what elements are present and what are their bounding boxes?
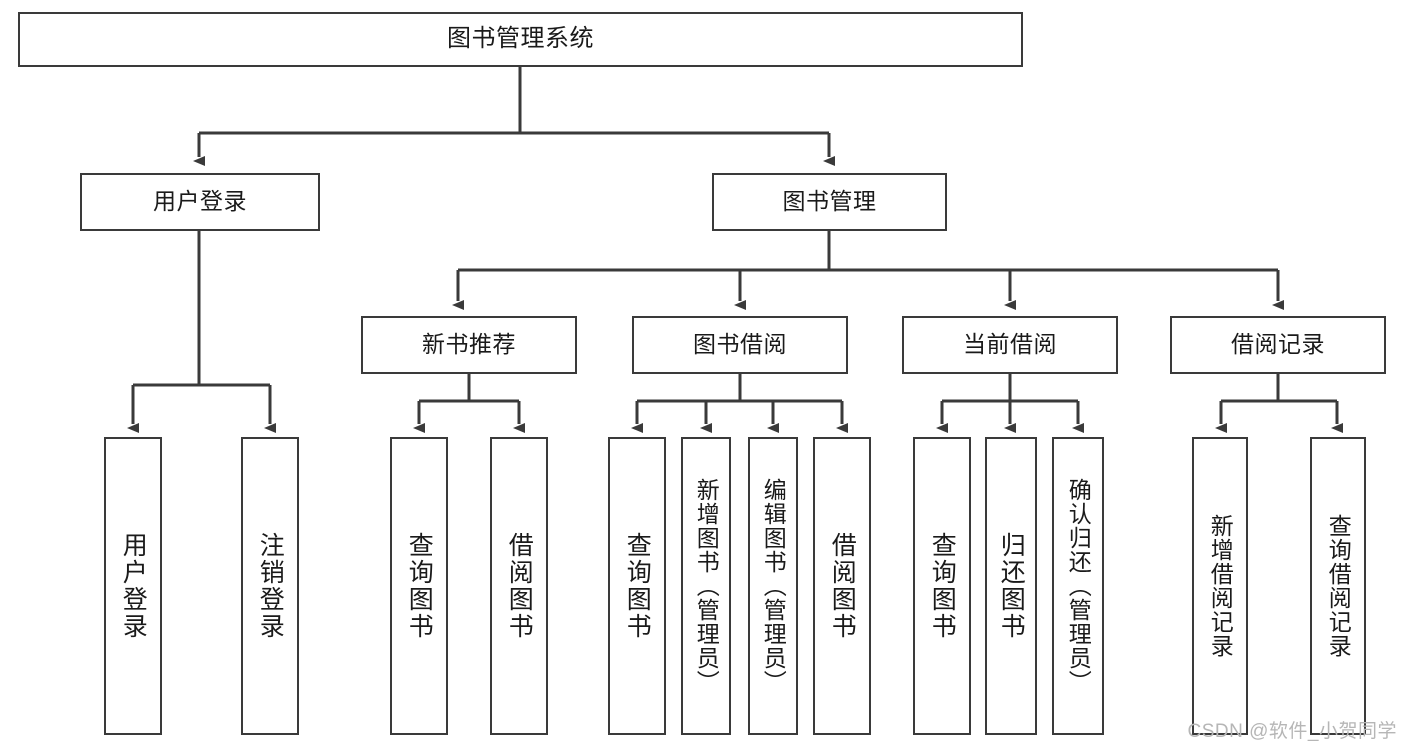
leaf-logout-login-label: 注销登录	[256, 532, 285, 640]
leaf-add-book[interactable]: 新增图书（管理员）	[681, 437, 731, 735]
leaf-edit-book-label: 编辑图书（管理员）	[760, 478, 787, 694]
leaf-logout-login[interactable]: 注销登录	[241, 437, 299, 735]
leaf-return-book[interactable]: 归还图书	[985, 437, 1037, 735]
node-current-borrow[interactable]: 当前借阅	[902, 316, 1118, 374]
node-borrow-record-label: 借阅记录	[1231, 331, 1325, 358]
leaf-user-login-label: 用户登录	[119, 532, 148, 640]
leaf-query-borrow-record[interactable]: 查询借阅记录	[1310, 437, 1366, 735]
node-borrow-record[interactable]: 借阅记录	[1170, 316, 1386, 374]
node-user-login[interactable]: 用户登录	[80, 173, 320, 231]
node-book-management-label: 图书管理	[782, 188, 877, 215]
node-user-login-label: 用户登录	[153, 188, 247, 215]
leaf-query-book-borrow-label: 查询图书	[623, 532, 652, 640]
node-current-borrow-label: 当前借阅	[963, 331, 1057, 358]
leaf-borrow-book[interactable]: 借阅图书	[813, 437, 871, 735]
leaf-query-borrow-record-label: 查询借阅记录	[1325, 514, 1352, 658]
leaf-add-book-label: 新增图书（管理员）	[693, 478, 720, 694]
node-book-borrow-label: 图书借阅	[693, 331, 787, 358]
leaf-return-book-label: 归还图书	[997, 532, 1026, 640]
node-book-borrow[interactable]: 图书借阅	[632, 316, 848, 374]
leaf-confirm-return-label: 确认归还（管理员）	[1065, 478, 1092, 694]
node-new-book-recommend[interactable]: 新书推荐	[361, 316, 577, 374]
leaf-query-book-borrow[interactable]: 查询图书	[608, 437, 666, 735]
leaf-add-borrow-record-label: 新增借阅记录	[1207, 514, 1234, 658]
csdn-watermark: CSDN @软件_小贺同学	[1187, 721, 1397, 742]
leaf-query-book-current-label: 查询图书	[928, 532, 957, 640]
node-book-management[interactable]: 图书管理	[712, 173, 947, 231]
leaf-borrow-book-label: 借阅图书	[828, 532, 857, 640]
leaf-query-book-recommend-label: 查询图书	[405, 532, 434, 640]
leaf-edit-book[interactable]: 编辑图书（管理员）	[748, 437, 798, 735]
leaf-add-borrow-record[interactable]: 新增借阅记录	[1192, 437, 1248, 735]
leaf-borrow-book-recommend-label: 借阅图书	[505, 532, 534, 640]
node-new-book-recommend-label: 新书推荐	[422, 331, 516, 358]
leaf-user-login[interactable]: 用户登录	[104, 437, 162, 735]
leaf-query-book-current[interactable]: 查询图书	[913, 437, 971, 735]
node-root-label: 图书管理系统	[447, 25, 594, 53]
node-root-book-management-system[interactable]: 图书管理系统	[18, 12, 1023, 67]
leaf-borrow-book-recommend[interactable]: 借阅图书	[490, 437, 548, 735]
leaf-query-book-recommend[interactable]: 查询图书	[390, 437, 448, 735]
leaf-confirm-return[interactable]: 确认归还（管理员）	[1052, 437, 1104, 735]
